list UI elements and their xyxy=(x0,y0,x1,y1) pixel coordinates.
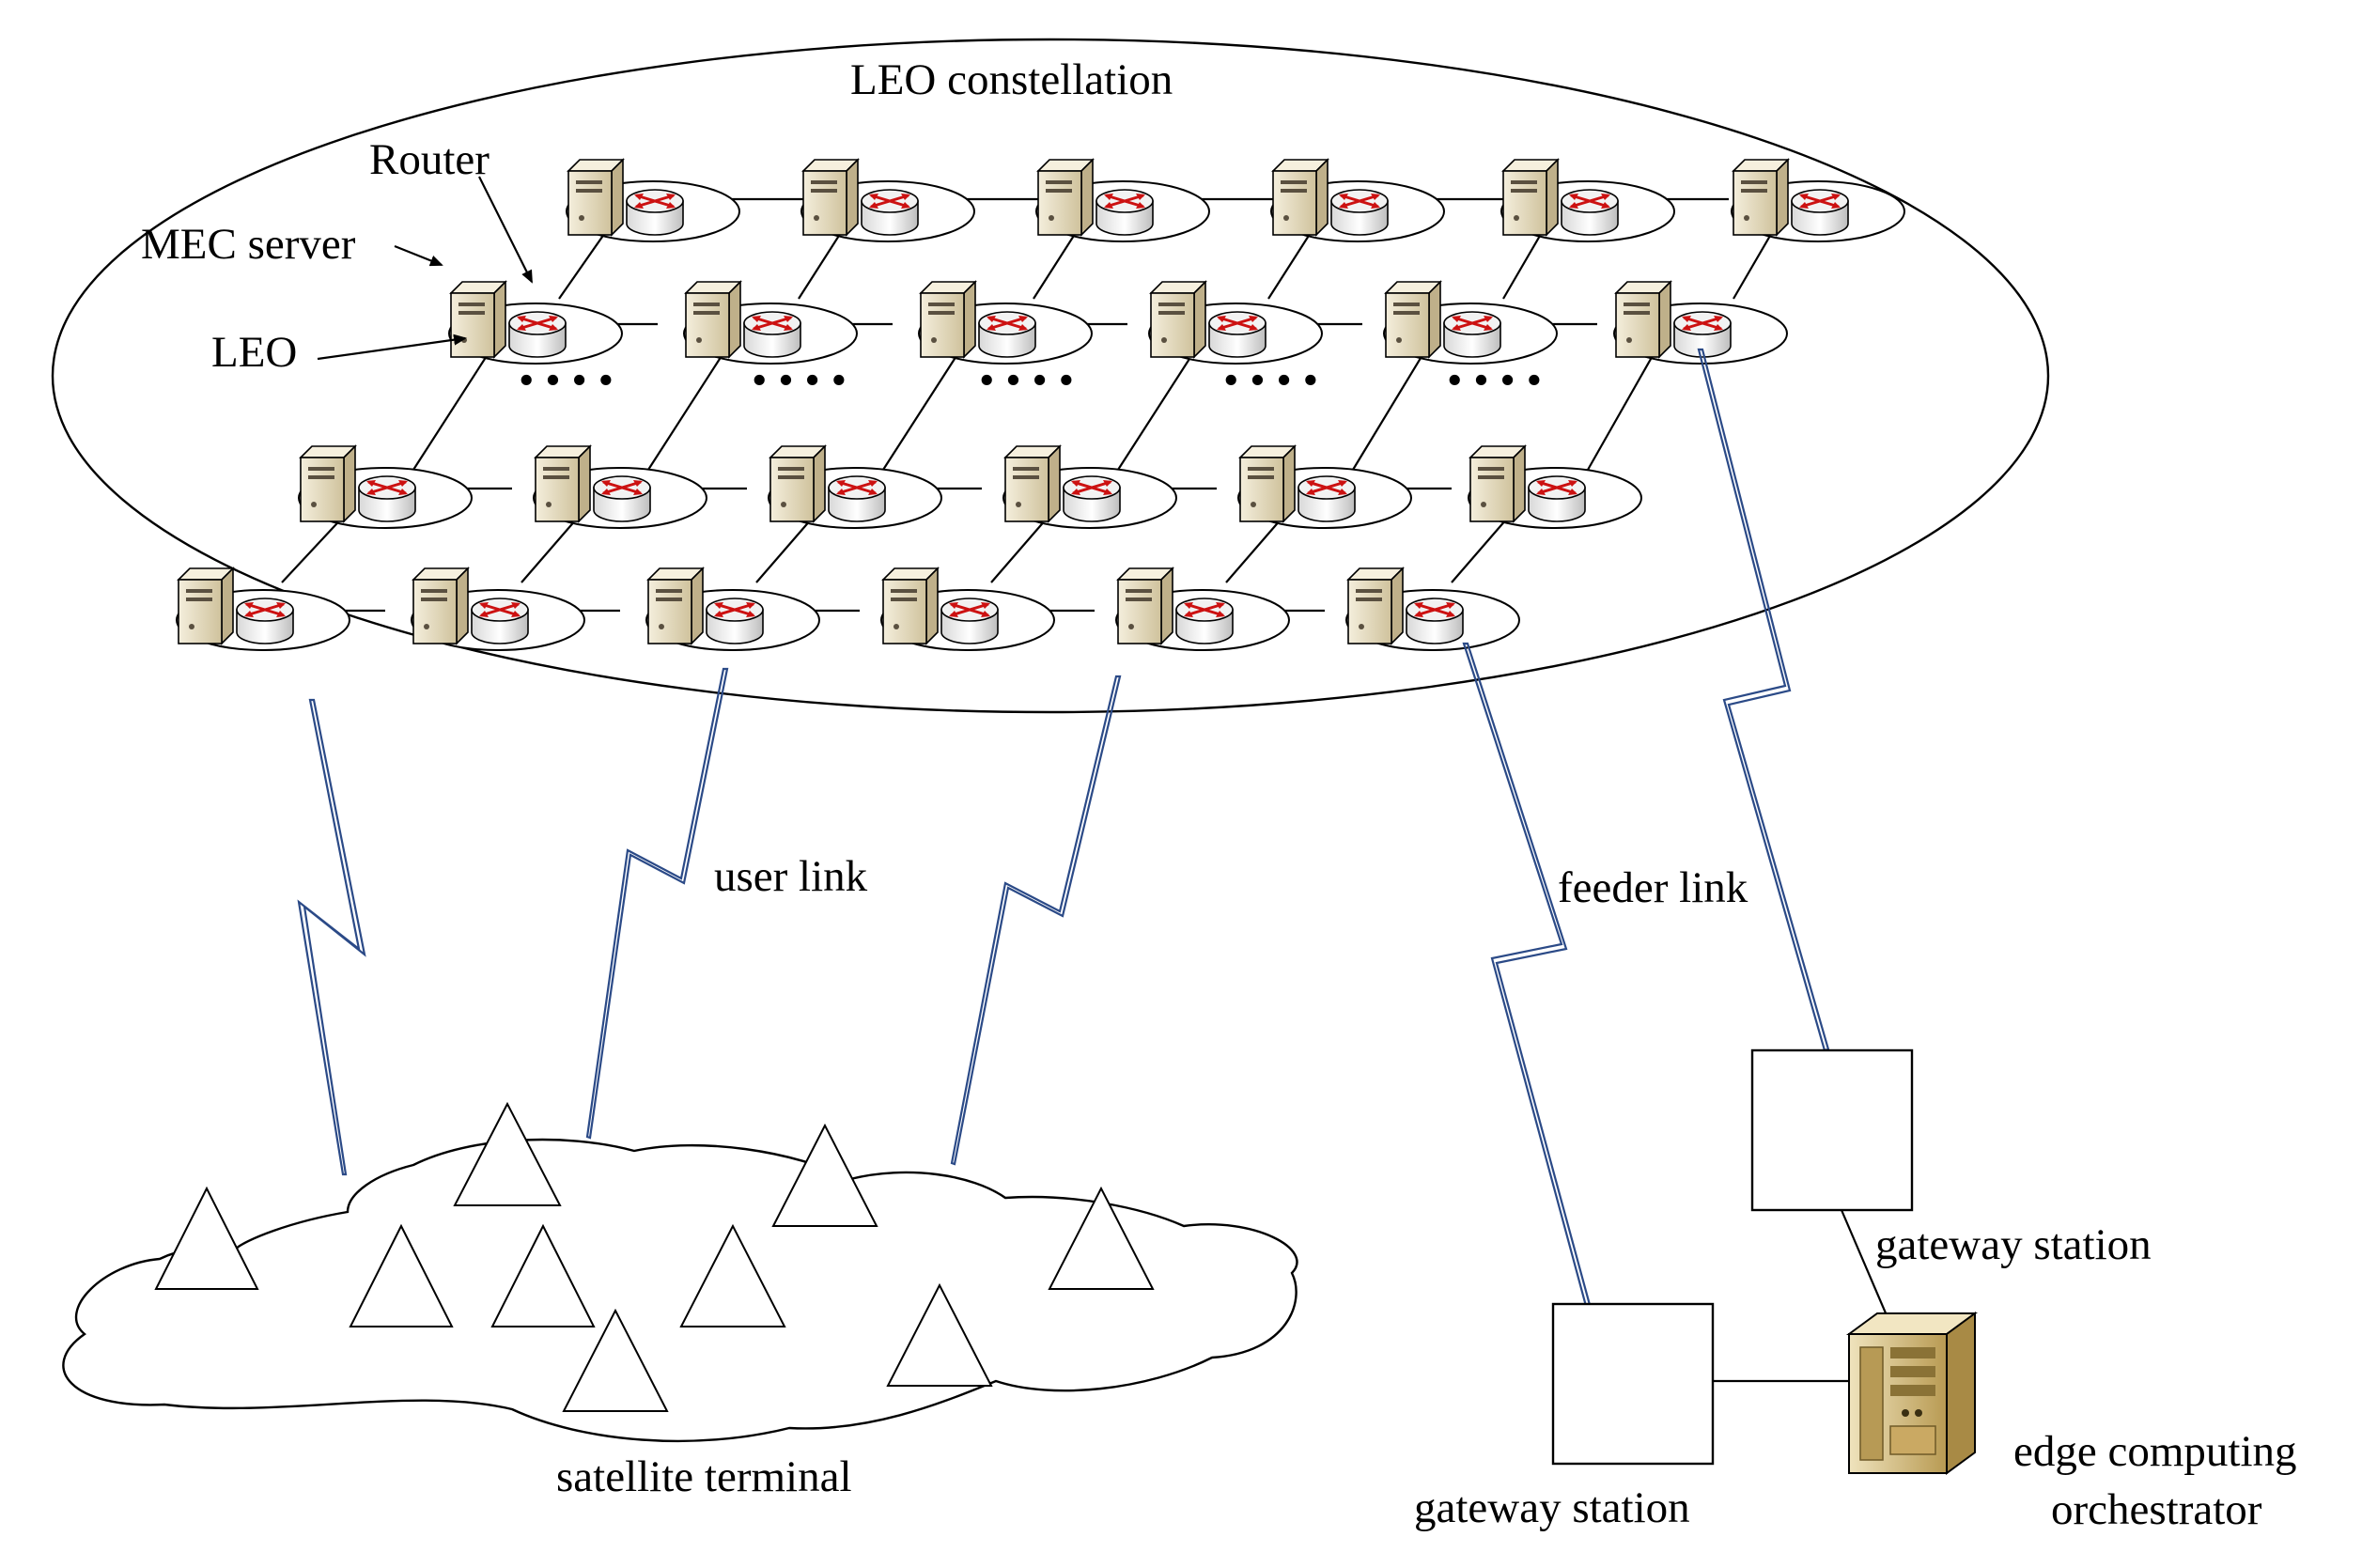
server-router-icon xyxy=(1148,280,1323,365)
server-router-icon xyxy=(1731,158,1905,242)
server-router-icon xyxy=(1115,567,1290,651)
router-label: Router xyxy=(369,135,489,184)
server-router-icon xyxy=(1035,158,1210,242)
leo-label: LEO xyxy=(211,328,297,377)
ellipsis-3: • • • • xyxy=(979,356,1074,405)
server-router-icon xyxy=(1500,158,1675,242)
feeder-link-label: feeder link xyxy=(1558,863,1748,912)
ellipsis-5: • • • • xyxy=(1447,356,1542,405)
server-router-icon xyxy=(1383,280,1558,365)
constellation-label: LEO constellation xyxy=(850,55,1173,104)
server-router-icon xyxy=(1237,444,1412,529)
gateway-station-top-label: gateway station xyxy=(1875,1220,2152,1269)
server-router-icon xyxy=(1270,158,1445,242)
orchestrator-label-line2: orchestrator xyxy=(2051,1485,2262,1534)
server-router-icon xyxy=(880,567,1055,651)
server-router-icon xyxy=(298,444,473,529)
triangle-icon xyxy=(886,1282,993,1387)
callouts xyxy=(317,176,533,361)
server-router-icon xyxy=(533,444,707,529)
server-router-icon xyxy=(918,280,1093,365)
server-router-icon xyxy=(800,158,975,242)
orchestrator-label-line1: edge computing xyxy=(2013,1427,2297,1476)
server-router-icon xyxy=(1468,444,1642,529)
triangle-icon xyxy=(562,1308,669,1412)
server-tower-icon xyxy=(1845,1312,1979,1475)
triangle-icon xyxy=(771,1123,878,1227)
server-router-icon xyxy=(566,158,740,242)
server-router-icon xyxy=(448,280,623,365)
ellipsis-1: • • • • xyxy=(519,356,614,405)
user-link-bolt-1 xyxy=(297,698,366,1176)
triangle-icon xyxy=(1048,1186,1155,1290)
server-router-icon xyxy=(768,444,942,529)
server-router-icon xyxy=(1613,280,1788,365)
server-router-icon xyxy=(1345,567,1520,651)
mec-server-label: MEC server xyxy=(141,220,356,269)
server-router-icon xyxy=(645,567,820,651)
feeder-link-bolt-1 xyxy=(1462,642,1592,1308)
leo-callout-arrow xyxy=(317,334,467,361)
triangle-icon xyxy=(679,1223,786,1327)
gateway-station-bottom-label: gateway station xyxy=(1414,1483,1690,1532)
ellipsis-4: • • • • xyxy=(1223,356,1318,405)
triangle-icon xyxy=(154,1186,259,1290)
satellite-terminal-label: satellite terminal xyxy=(556,1452,852,1501)
triangle-icon xyxy=(490,1223,596,1327)
server-router-icon xyxy=(411,567,585,651)
leo-satellite-nodes xyxy=(176,158,1905,651)
terminal-cloud xyxy=(62,1138,1298,1443)
triangle-icon xyxy=(453,1101,562,1206)
ellipsis-group: • • • • • • • • • • • • • • • • • • • • xyxy=(519,356,1542,405)
server-router-icon xyxy=(176,567,350,651)
user-link-label: user link xyxy=(714,852,868,901)
mec-callout-arrow xyxy=(394,244,443,267)
server-router-icon xyxy=(683,280,858,365)
user-link-bolt-3 xyxy=(950,675,1122,1166)
user-link-bolt-2 xyxy=(585,667,729,1140)
ellipsis-2: • • • • xyxy=(752,356,847,405)
satellite-terminals xyxy=(154,1101,1155,1412)
gateway-orchestrator-link-top xyxy=(1840,1209,1888,1316)
server-router-icon xyxy=(1002,444,1177,529)
gateway-station-bottom-square-icon xyxy=(1551,1302,1715,1466)
gateway-station-top-square-icon xyxy=(1750,1048,1914,1212)
triangle-icon xyxy=(349,1223,454,1327)
router-callout-arrow xyxy=(478,176,533,284)
